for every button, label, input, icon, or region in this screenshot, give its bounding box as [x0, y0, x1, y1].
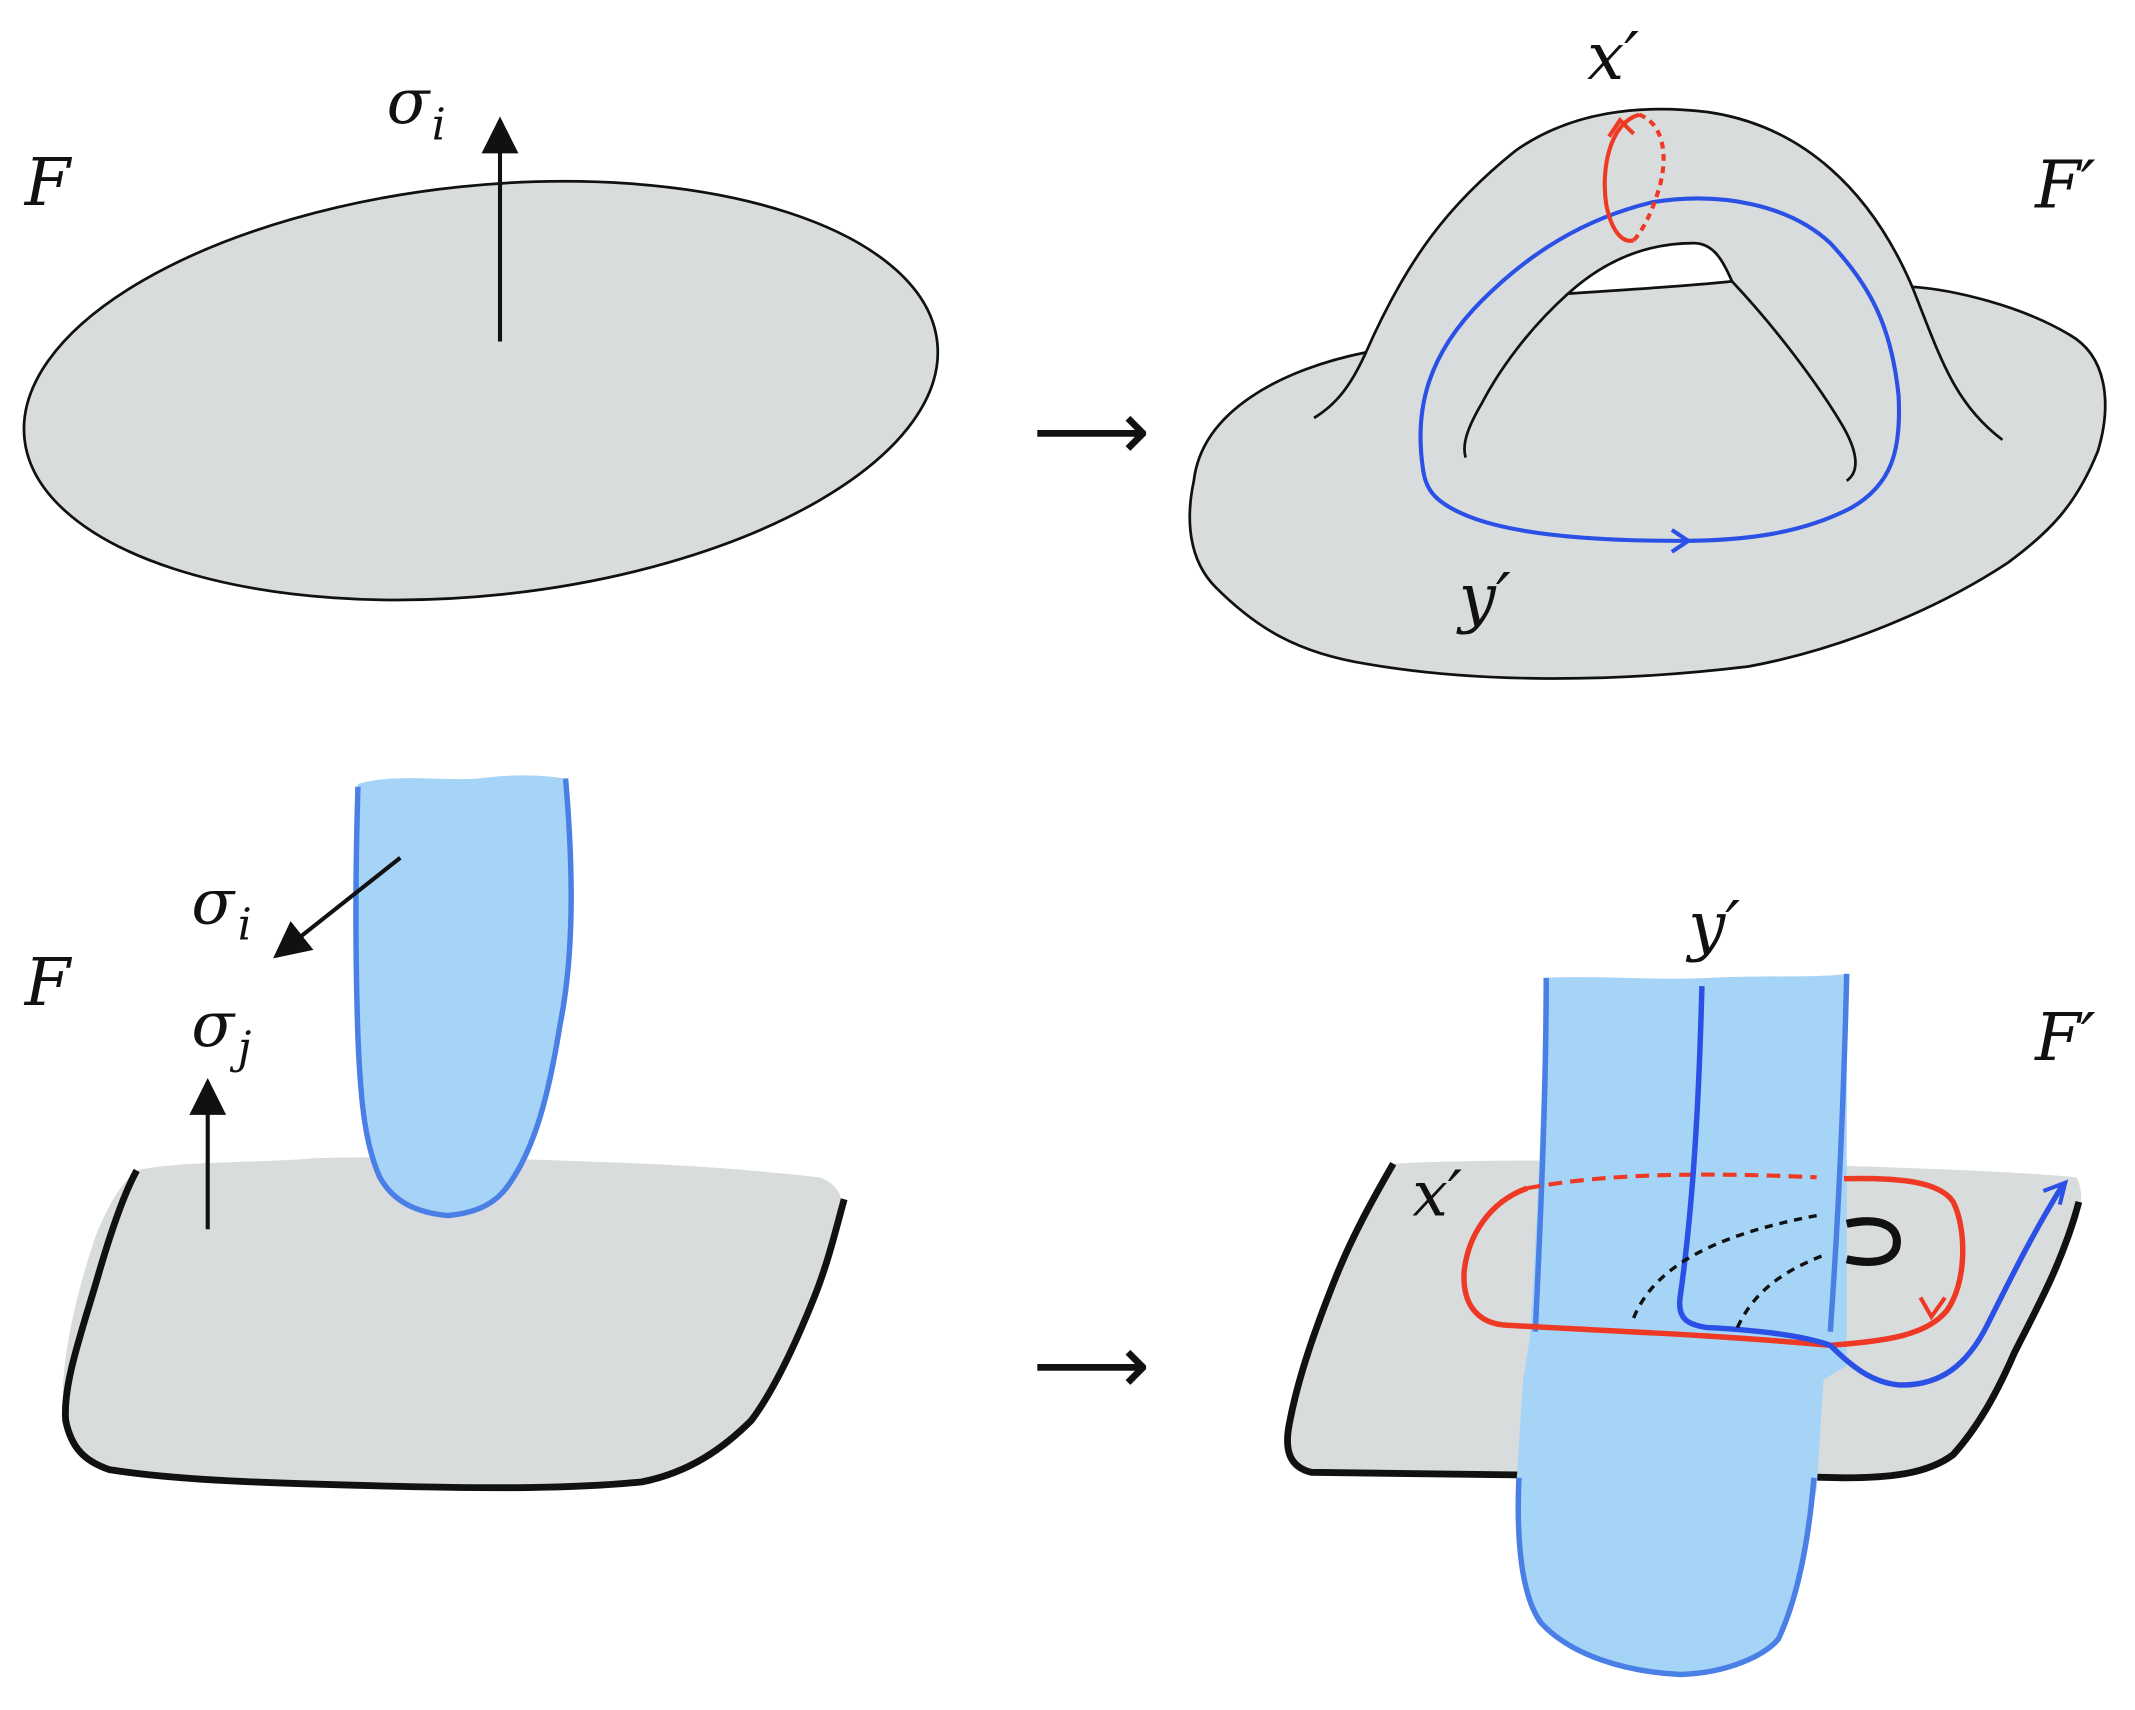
label-sigma-i-bottom-sub: i [238, 900, 252, 951]
label-F-prime-top: F′ [2034, 148, 2095, 224]
sheet-surface [62, 1157, 842, 1489]
transition-arrow-top: ⟶ [1033, 384, 1150, 479]
label-y-prime-top: y′ [1456, 560, 1511, 636]
curve-x-prime-front [1602, 112, 1640, 243]
hook-mark [1845, 1217, 1901, 1266]
tube-edge-lower [1515, 1477, 1817, 1678]
panel-top-right: x′ y′ F′ [1188, 19, 2107, 680]
tube-edge [353, 778, 574, 1219]
label-F-prime-bottom: F′ [2034, 1000, 2095, 1076]
label-y-prime-bottom: y′ [1685, 888, 1740, 964]
label-F-top: F [24, 145, 73, 221]
tube-surface [355, 775, 572, 1217]
sheet-edge [61, 1168, 848, 1492]
handle-crease-right [1910, 286, 2004, 441]
curve-y-prime-bottom-arrowhead [2042, 1179, 2069, 1206]
panel-top-left: F σ i [22, 65, 940, 602]
tube-surface-right [1516, 973, 1847, 1675]
label-x-prime-top: x′ [1587, 19, 1639, 95]
curve-x-prime-bottom-arrowhead [1918, 1296, 1947, 1321]
label-sigma-i-top: σ [387, 65, 432, 138]
transition-arrow-bottom: ⟶ [1033, 1318, 1150, 1413]
label-x-prime-bottom: x′ [1412, 1158, 1462, 1231]
tube-edge-left-upper [1532, 977, 1549, 1332]
curve-x-prime-arrowhead [1607, 116, 1636, 138]
curve-y-prime-arrowhead [1670, 528, 1692, 554]
panel-bottom-left: F σ i σ j [24, 775, 848, 1492]
label-sigma-i-top-sub: i [432, 99, 446, 150]
curve-x-prime-back [1632, 112, 1666, 242]
hidden-arc-1 [1632, 1213, 1817, 1319]
handle-crease-left [1313, 351, 1368, 420]
arrow-sigma-i-bottom [273, 856, 402, 959]
curve-y-prime [1418, 196, 1902, 543]
hidden-arc-2 [1735, 1252, 1829, 1329]
panel-bottom-right: y′ F′ x′ [1284, 888, 2096, 1678]
label-F-bottom: F [24, 945, 73, 1021]
handle-hole [1564, 241, 1734, 296]
disk-surface [22, 179, 940, 602]
curve-x-prime-bottom [1461, 1175, 1966, 1349]
handle-inner-left [1463, 292, 1569, 458]
curve-x-prime-bottom-dashed [1526, 1172, 1817, 1191]
label-sigma-j: σ [191, 988, 236, 1061]
tube-edge-right-upper [1827, 973, 1850, 1332]
handle-surface [1188, 107, 2107, 680]
label-sigma-i-bottom: σ [191, 865, 236, 938]
handle-inner-right [1730, 280, 1857, 482]
curve-y-prime-bottom [1676, 986, 2065, 1388]
